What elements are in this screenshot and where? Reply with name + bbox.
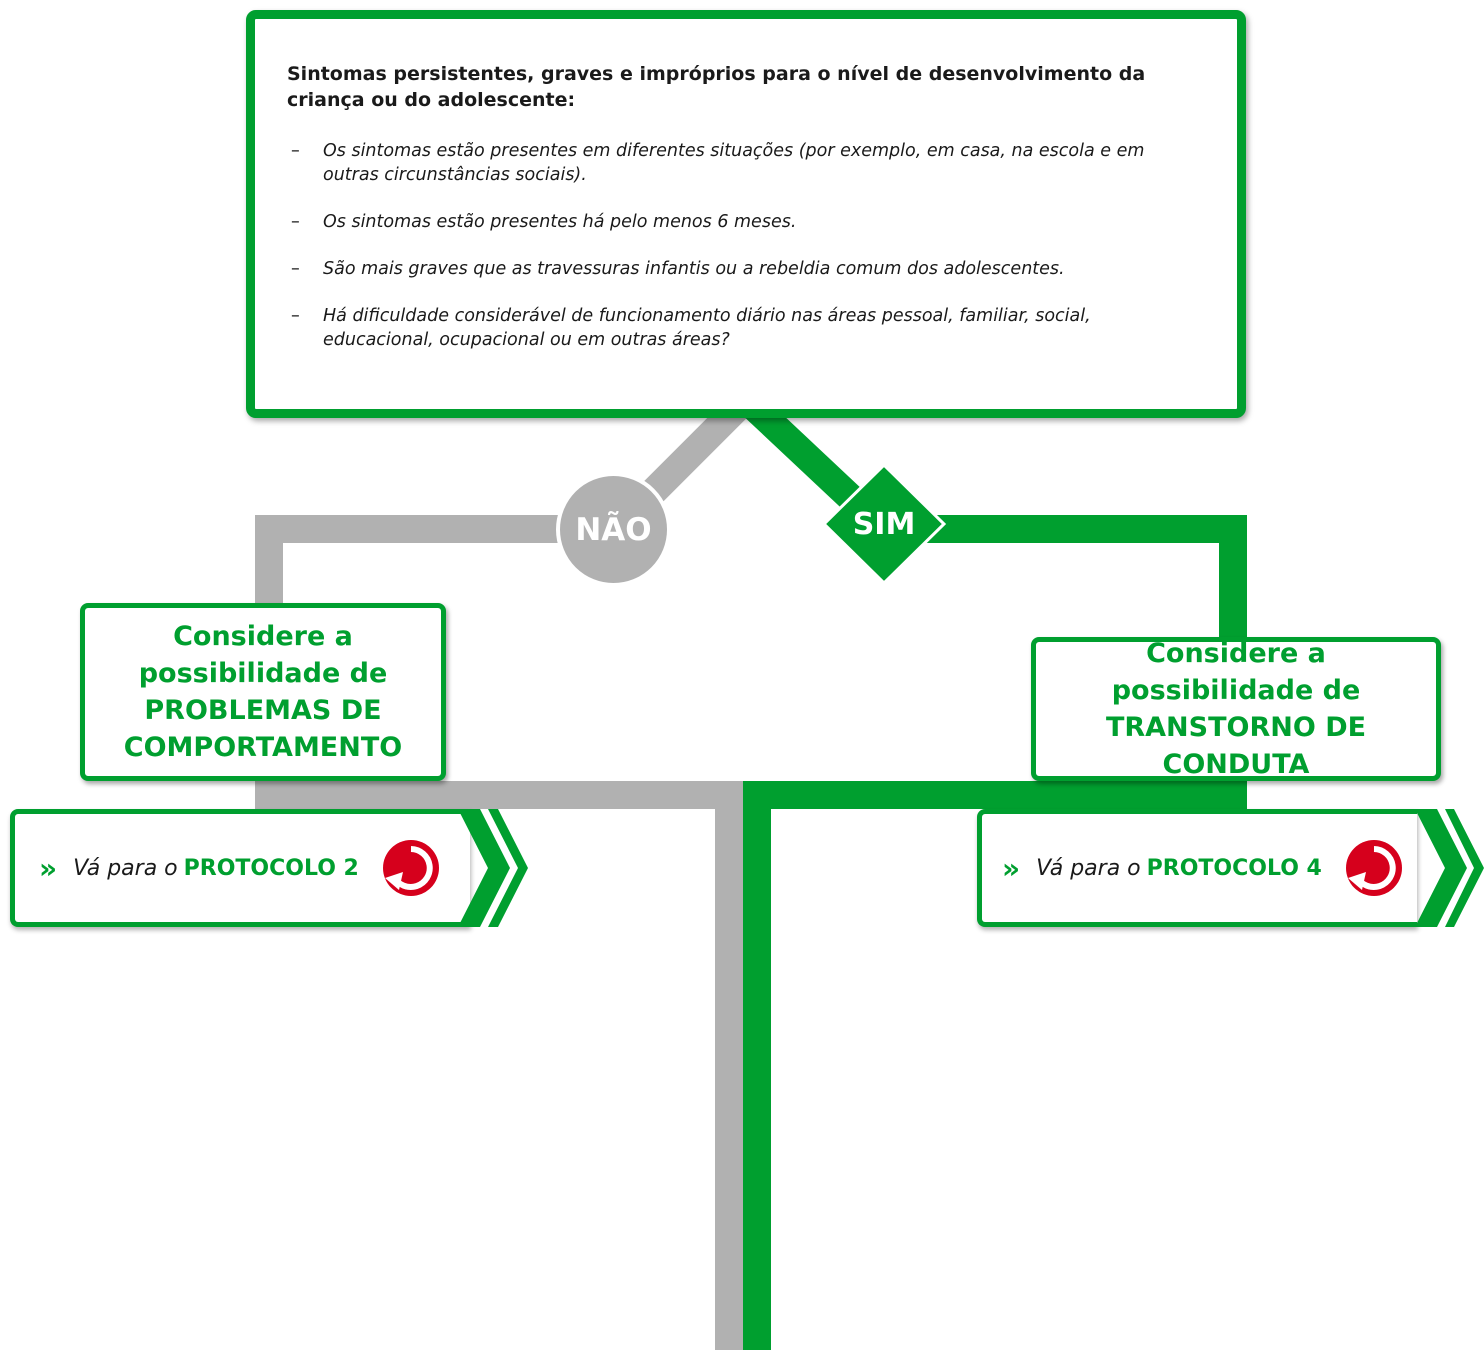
criteria-item: – Os sintomas estão presentes em diferen… [287,139,1147,187]
protocol-name: PROTOCOLO 2 [183,855,359,881]
outcome-conduct-disorder: Considere a possibilidade de TRANSTORNO … [1031,637,1441,781]
protocol-2-link[interactable]: » Vá para o PROTOCOLO 2 [10,809,470,927]
criteria-item: – São mais graves que as travessuras inf… [287,257,1147,281]
protocol-name: PROTOCOLO 4 [1146,855,1322,881]
dash-marker: – [291,141,300,161]
double-chevron-right-icon[interactable] [1415,809,1484,927]
dash-marker: – [291,212,300,232]
circular-arrow-return-icon[interactable] [381,838,441,898]
criteria-list: – Os sintomas estão presentes em diferen… [287,139,1147,352]
double-chevron-right-icon[interactable] [458,809,528,927]
no-badge: NÃO [556,472,671,587]
criteria-text: Os sintomas estão presentes em diferente… [323,141,1145,185]
yes-diamond-shape [821,462,947,586]
circular-arrow-return-icon[interactable] [1344,838,1404,898]
criteria-text: São mais graves que as travessuras infan… [323,259,1065,279]
criteria-text: Os sintomas estão presentes há pelo meno… [323,212,797,232]
dash-marker: – [291,306,300,326]
question-title: Sintomas persistentes, graves e imprópri… [287,63,1146,111]
go-to-text: Vá para o [1036,855,1141,881]
question-box: Sintomas persistentes, graves e imprópri… [246,10,1246,418]
go-to-text: Vá para o [73,855,178,881]
criteria-item: – Os sintomas estão presentes há pelo me… [287,210,1147,234]
yes-badge: SIM [820,462,948,586]
protocol-4-link[interactable]: » Vá para o PROTOCOLO 4 [977,809,1417,927]
double-chevron-marker-icon: » [1002,851,1021,885]
double-chevron-marker-icon: » [39,851,58,885]
criteria-item: – Há dificuldade considerável de funcion… [287,304,1147,352]
outcome-behavior-problems: Considere a possibilidade de PROBLEMAS D… [80,603,446,781]
dash-marker: – [291,259,300,279]
criteria-text: Há dificuldade considerável de funcionam… [323,306,1091,350]
yes-label: SIM [852,506,916,542]
